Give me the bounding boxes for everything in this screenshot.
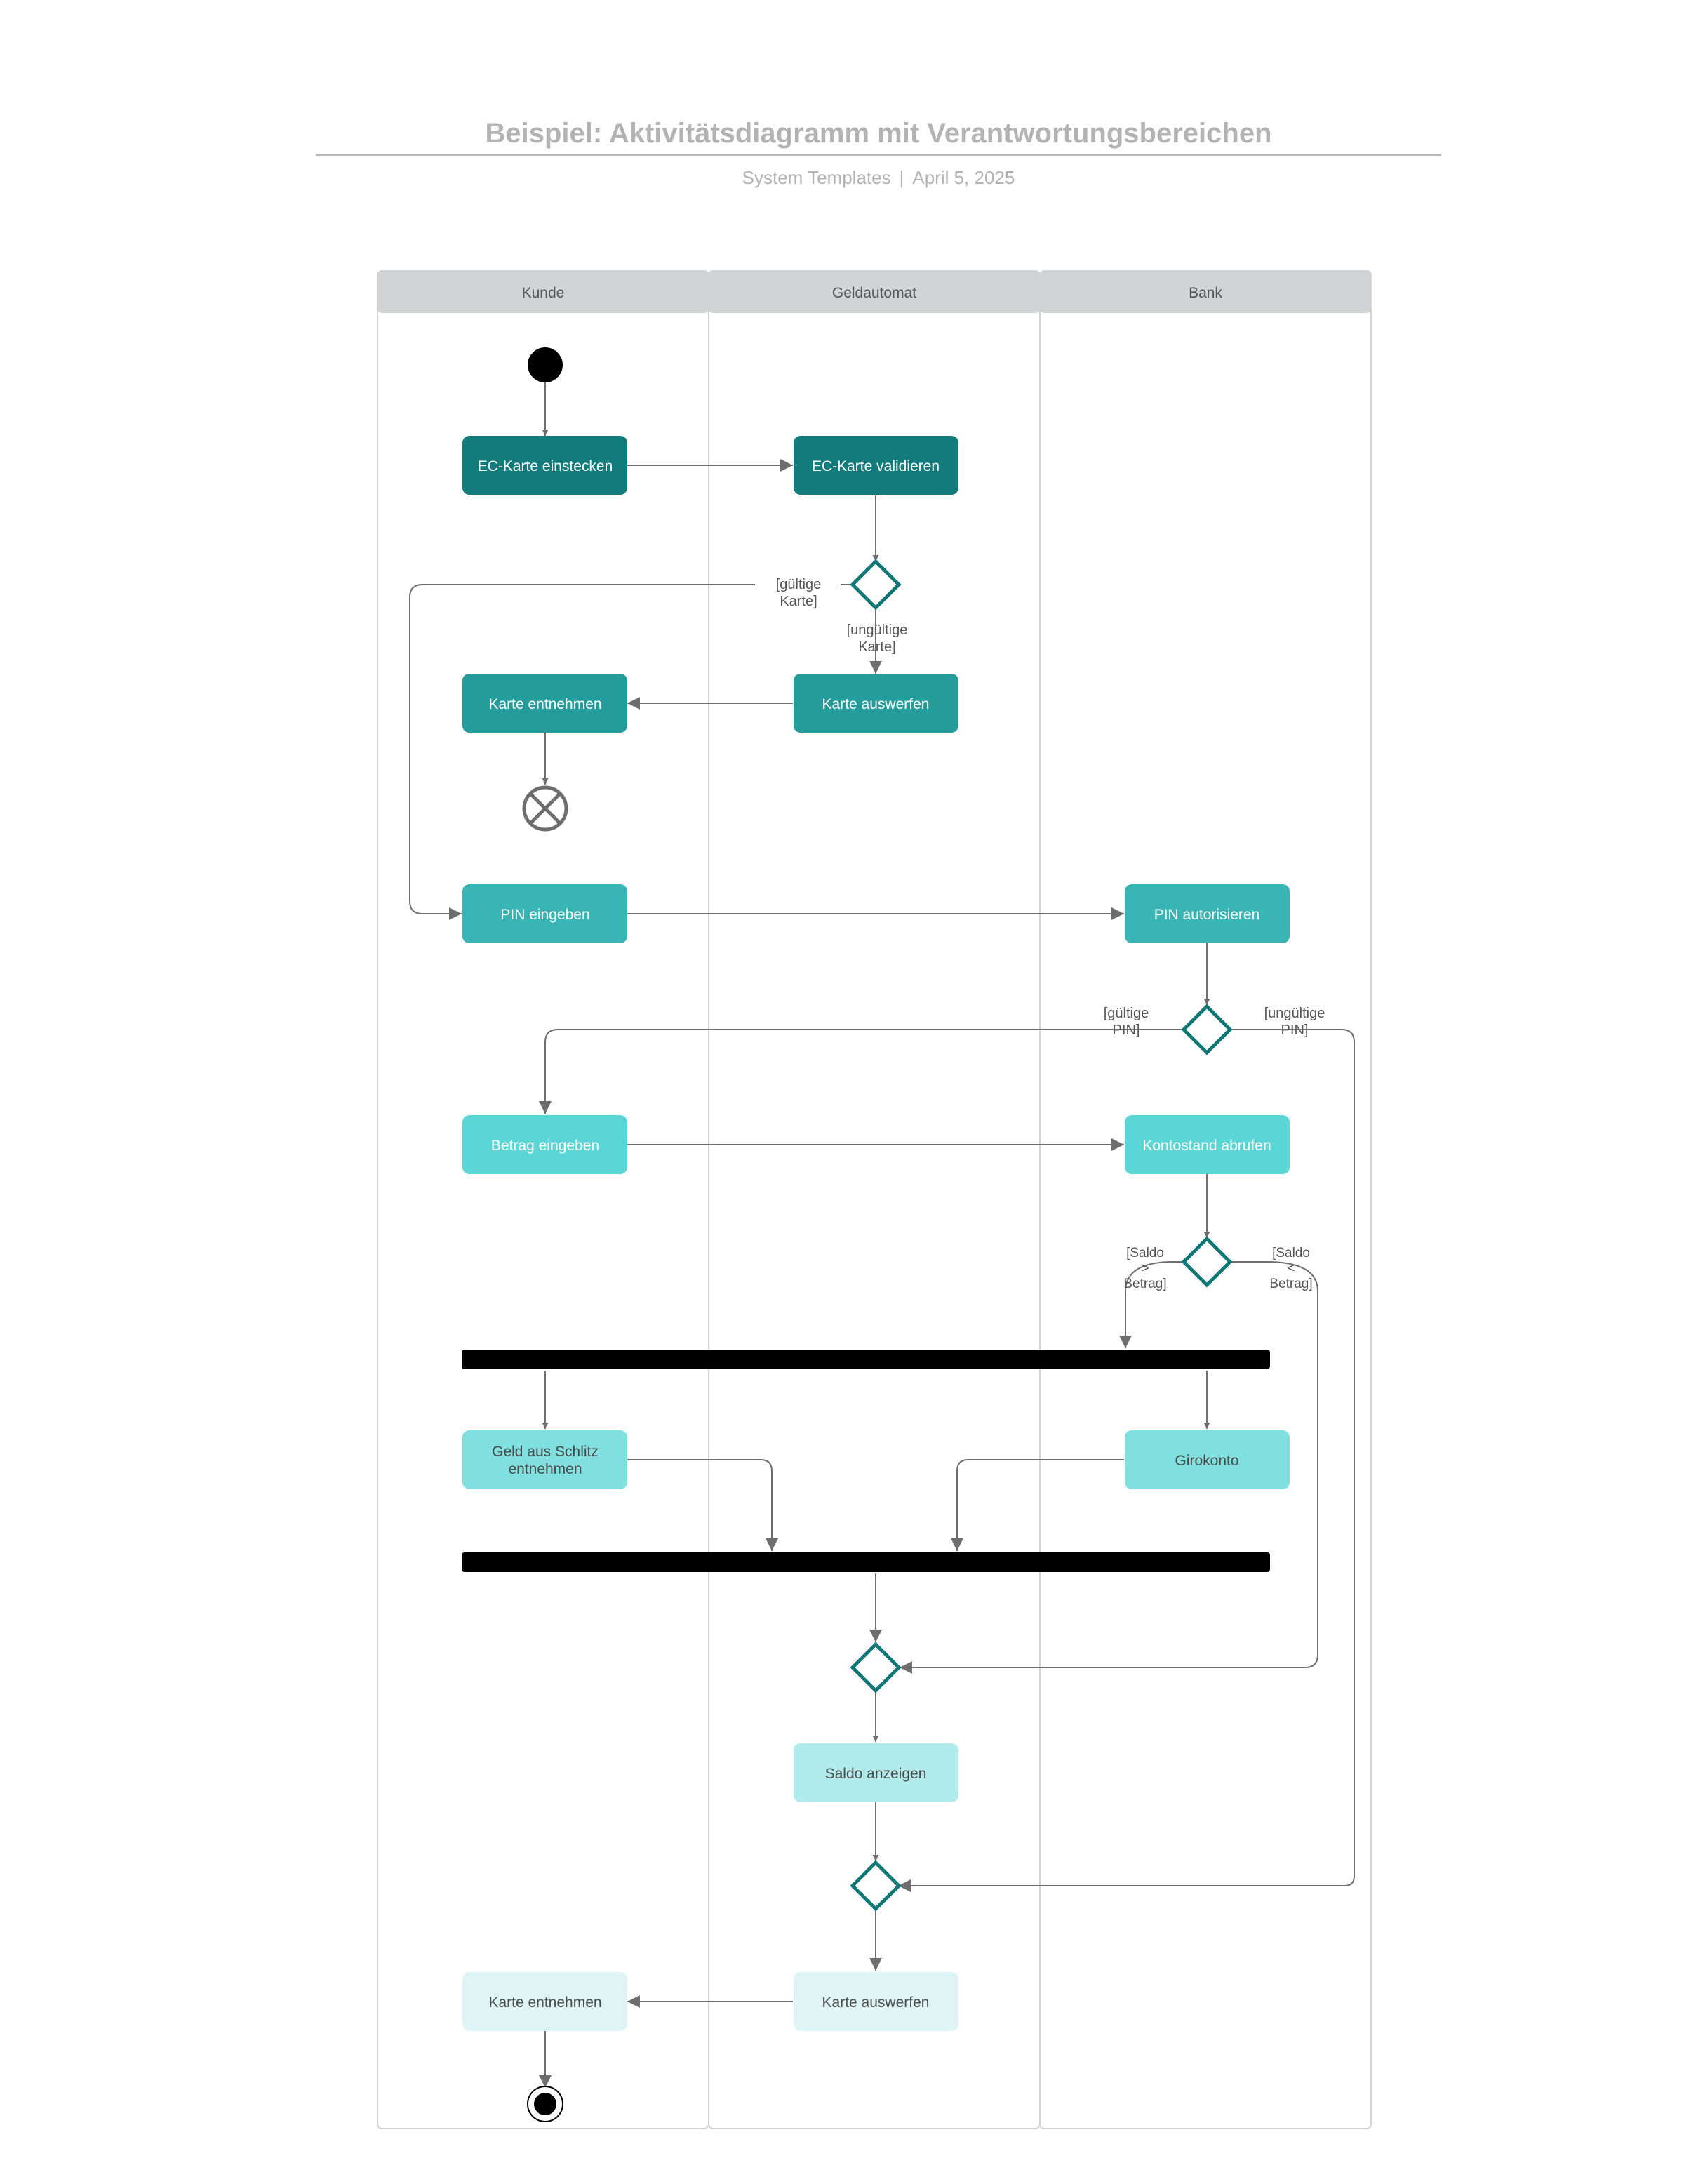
initial-node bbox=[528, 347, 563, 382]
guard-line: < bbox=[1287, 1261, 1295, 1276]
edge-saldo-groesser bbox=[1119, 1261, 1186, 1348]
edges bbox=[409, 382, 1355, 2088]
action-label: Betrag eingeben bbox=[491, 1138, 599, 1154]
action-pin-eingeben: PIN eingeben bbox=[462, 884, 627, 943]
action-label-line-1: Geld aus Schlitz bbox=[492, 1444, 599, 1460]
guard-line: [gültige bbox=[1104, 1006, 1149, 1021]
merge-node-2 bbox=[850, 1860, 902, 1912]
action-karte-auswerfen-2: Karte auswerfen bbox=[794, 1972, 958, 2031]
guard-gueltige-karte: [gültige Karte] bbox=[776, 577, 822, 609]
action-label: Karte entnehmen bbox=[488, 1995, 601, 2011]
edge-gueltige-pin bbox=[539, 1029, 1186, 1114]
action-label: Kontostand abrufen bbox=[1142, 1138, 1271, 1154]
guard-line: Karte] bbox=[780, 594, 817, 609]
guard-saldo-kleiner: [Saldo < Betrag] bbox=[1269, 1246, 1312, 1291]
action-label: PIN autorisieren bbox=[1154, 907, 1260, 923]
action-label: Karte entnehmen bbox=[488, 696, 601, 712]
action-label: Girokonto bbox=[1175, 1453, 1238, 1469]
action-betrag-eingeben: Betrag eingeben bbox=[462, 1115, 627, 1174]
lane-geldautomat: Geldautomat bbox=[708, 270, 1041, 2129]
decision-karte bbox=[850, 559, 902, 611]
action-kontostand-abrufen: Kontostand abrufen bbox=[1125, 1115, 1290, 1174]
merge-node-1 bbox=[850, 1642, 902, 1693]
action-ec-karte-validieren: EC-Karte validieren bbox=[794, 436, 958, 495]
lane-bank: Bank bbox=[1039, 270, 1372, 2129]
action-label: EC-Karte einstecken bbox=[478, 458, 613, 474]
guard-ungueltige-pin: [ungültige PIN] bbox=[1264, 1006, 1325, 1038]
date-label: April 5, 2025 bbox=[912, 167, 1015, 188]
edge-ungueltige-pin bbox=[898, 1029, 1355, 1892]
page-subtitle: System Templates | April 5, 2025 bbox=[316, 167, 1441, 189]
title-divider bbox=[316, 154, 1441, 156]
edge-geld-to-join bbox=[627, 1459, 778, 1551]
guard-line: [gültige bbox=[776, 577, 822, 592]
guard-line: PIN] bbox=[1281, 1023, 1309, 1038]
action-label: Karte auswerfen bbox=[822, 1995, 930, 2011]
action-pin-autorisieren: PIN autorisieren bbox=[1125, 884, 1290, 943]
page-title: Beispiel: Aktivitätsdiagramm mit Verantw… bbox=[485, 118, 1272, 149]
action-geld-entnehmen: Geld aus Schlitz entnehmen bbox=[462, 1430, 627, 1489]
lane-label-bank: Bank bbox=[1189, 285, 1222, 301]
action-label-line-2: entnehmen bbox=[508, 1461, 582, 1477]
action-karte-auswerfen-1: Karte auswerfen bbox=[794, 674, 958, 733]
action-label: Saldo anzeigen bbox=[825, 1766, 927, 1782]
action-label: EC-Karte validieren bbox=[812, 458, 940, 474]
lane-label-kunde: Kunde bbox=[522, 285, 565, 301]
action-ec-karte-einstecken: EC-Karte einstecken bbox=[462, 436, 627, 495]
join-bar bbox=[462, 1552, 1270, 1572]
guard-line: Betrag] bbox=[1269, 1277, 1312, 1291]
guard-saldo-groesser: [Saldo > Betrag] bbox=[1123, 1246, 1166, 1291]
guard-line: > bbox=[1141, 1261, 1149, 1276]
activity-final-node bbox=[527, 2086, 563, 2122]
subtitle-separator: | bbox=[899, 167, 904, 188]
guard-line: Betrag] bbox=[1123, 1277, 1166, 1291]
edge-saldo-kleiner bbox=[900, 1261, 1318, 1674]
guard-line: [Saldo bbox=[1272, 1246, 1310, 1260]
flow-final-node bbox=[522, 785, 568, 832]
lane-kunde: Kunde bbox=[377, 270, 709, 2129]
author-label: System Templates bbox=[742, 167, 891, 188]
action-label: PIN eingeben bbox=[500, 907, 589, 923]
guard-line: [ungültige bbox=[847, 622, 908, 638]
decision-pin bbox=[1181, 1004, 1233, 1056]
edge-girokonto-to-join bbox=[951, 1459, 1124, 1551]
guard-line: [Saldo bbox=[1126, 1246, 1164, 1260]
fork-bar bbox=[462, 1350, 1270, 1369]
edge-gueltige-karte bbox=[409, 584, 755, 920]
guard-ungueltige-karte: [ungültige Karte] bbox=[847, 622, 908, 655]
action-karte-entnehmen-1: Karte entnehmen bbox=[462, 674, 627, 733]
guard-line: [ungültige bbox=[1264, 1006, 1325, 1021]
decision-saldo bbox=[1181, 1236, 1233, 1288]
lane-label-geldautomat: Geldautomat bbox=[832, 285, 916, 301]
action-saldo-anzeigen: Saldo anzeigen bbox=[794, 1743, 958, 1802]
swimlanes: Kunde Geldautomat Bank bbox=[377, 270, 1372, 2129]
guard-line: Karte] bbox=[858, 639, 895, 655]
action-karte-entnehmen-2: Karte entnehmen bbox=[462, 1972, 627, 2031]
action-girokonto: Girokonto bbox=[1125, 1430, 1290, 1489]
guard-gueltige-pin: [gültige PIN] bbox=[1104, 1006, 1149, 1038]
guard-line: PIN] bbox=[1113, 1023, 1140, 1038]
action-label: Karte auswerfen bbox=[822, 696, 930, 712]
